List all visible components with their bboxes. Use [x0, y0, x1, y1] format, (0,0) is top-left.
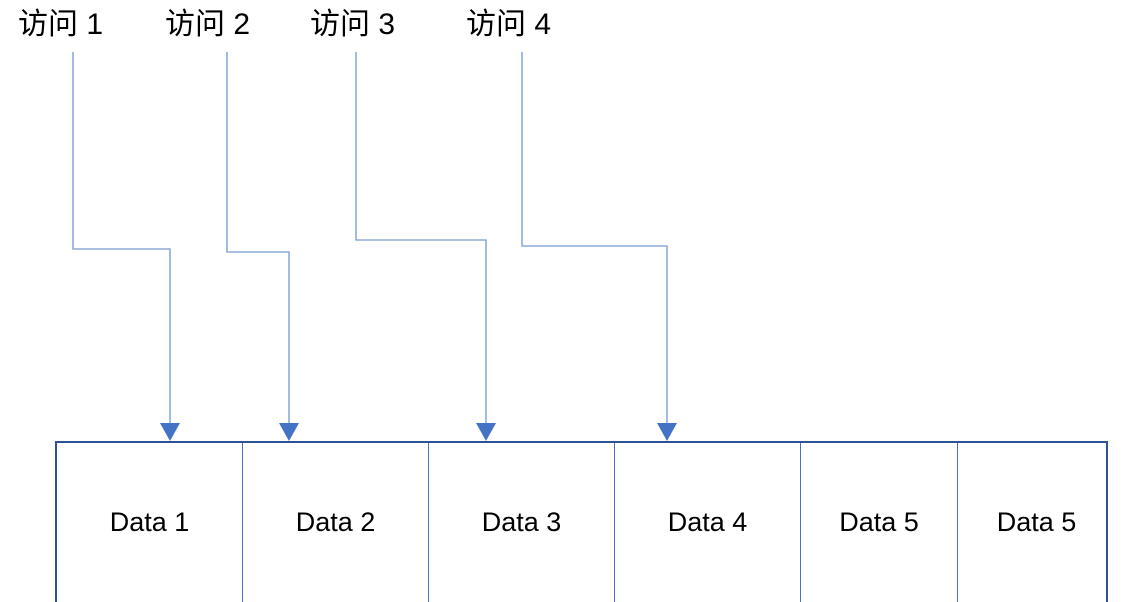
- connector-path-3: [355, 52, 487, 423]
- data-row-table: Data 1 Data 2 Data 3 Data 4 Data 5 Data 5: [55, 441, 1108, 602]
- connector-path-2: [226, 52, 290, 423]
- arrowhead-1: [160, 423, 180, 441]
- arrowhead-3: [476, 423, 496, 441]
- connector-path-1: [72, 52, 171, 423]
- access-label-2: 访问 2: [165, 8, 251, 41]
- access-label-1: 访问 1: [18, 8, 104, 41]
- access-label-3: 访问 3: [310, 8, 396, 41]
- data-cell-label: Data 2: [295, 507, 376, 537]
- data-cell-label: Data 3: [481, 507, 562, 537]
- arrowhead-4: [657, 423, 677, 441]
- connector-path-4: [521, 52, 668, 423]
- data-cell-2[interactable]: Data 2: [243, 443, 429, 602]
- arrowhead-2: [279, 423, 299, 441]
- data-cell-6[interactable]: Data 5: [958, 443, 1115, 602]
- data-cell-label: Data 5: [839, 507, 919, 537]
- data-cell-1[interactable]: Data 1: [57, 443, 243, 602]
- data-cell-4[interactable]: Data 4: [615, 443, 801, 602]
- data-cell-label: Data 5: [996, 507, 1077, 537]
- data-cell-label: Data 1: [109, 507, 190, 537]
- data-cell-5[interactable]: Data 5: [801, 443, 958, 602]
- data-cell-3[interactable]: Data 3: [429, 443, 615, 602]
- data-cell-label: Data 4: [667, 507, 748, 537]
- access-label-4: 访问 4: [466, 8, 552, 41]
